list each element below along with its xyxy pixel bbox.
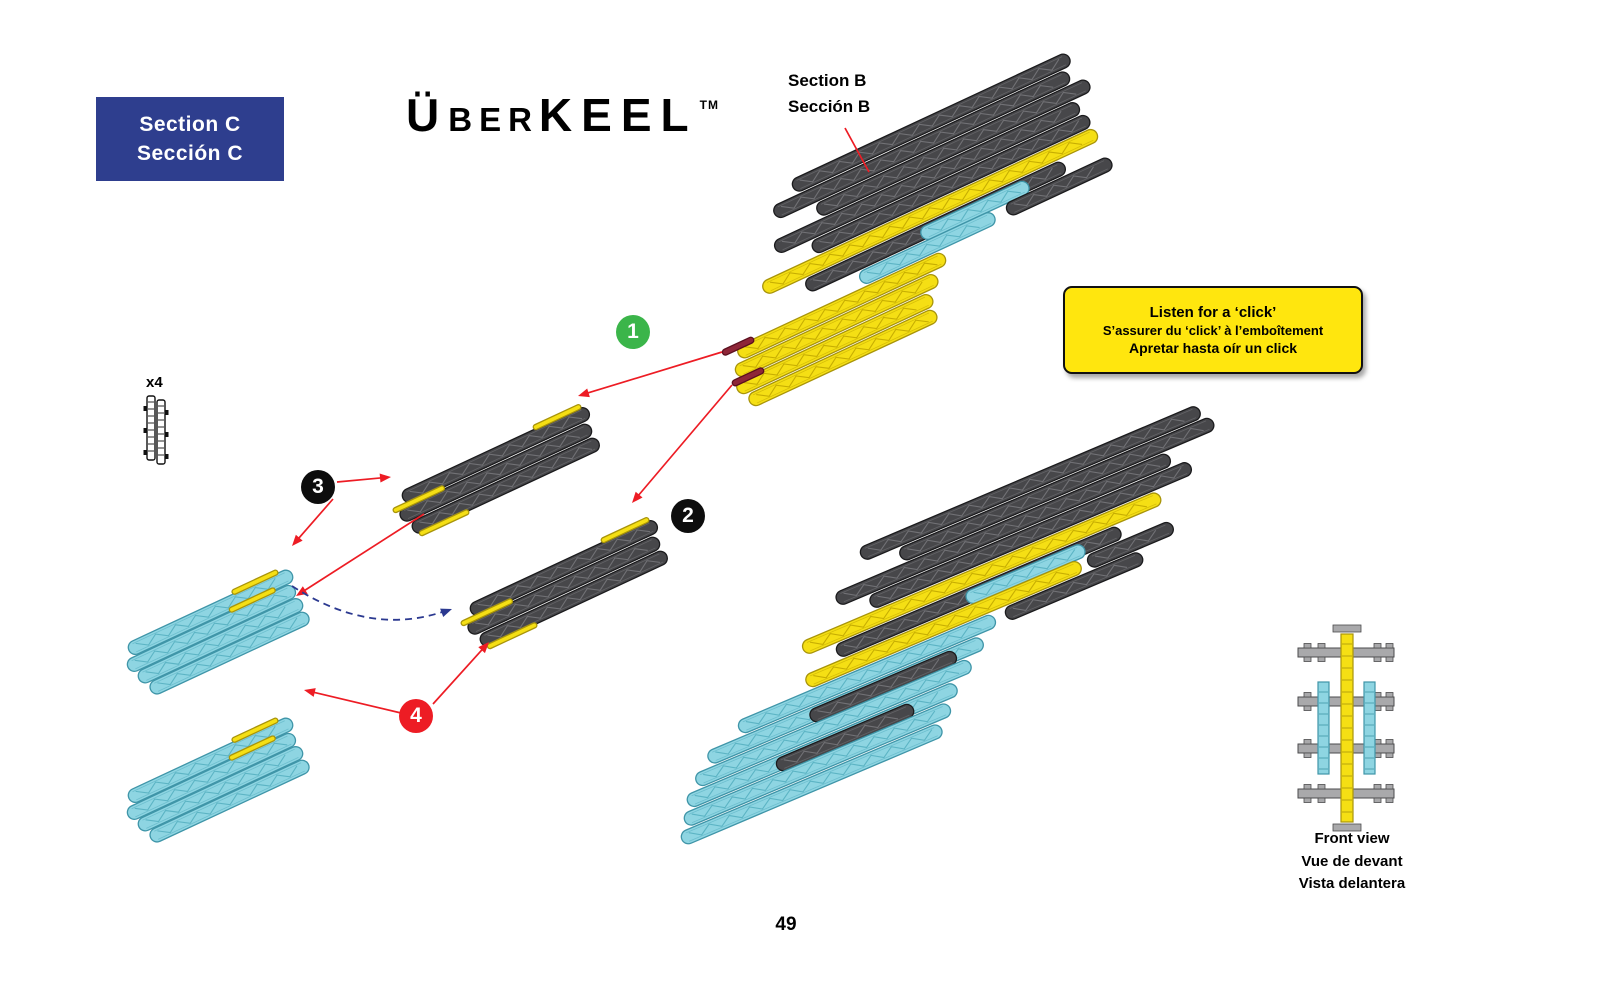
section-c-box: Section C Sección C [96,97,284,181]
section-c-line2: Sección C [136,142,244,165]
quantity-label: x4 [146,374,163,391]
assembly-section-b-top [721,53,1113,407]
front-view-line-fr: Vue de devant [1301,852,1403,870]
cyan-subassembly-1 [126,569,310,695]
section-b-line2: Sección B [788,96,871,116]
click-callout: Listen for a ‘click’ S’assurer du ‘click… [1063,286,1363,374]
callout-line-en: Listen for a ‘click’ [1149,304,1277,321]
brand-first: Ü [406,89,449,141]
page-number: 49 [775,914,797,935]
front-view-diagram [1297,624,1395,832]
step-3-badge: 3 [301,470,335,504]
step-3-number: 3 [312,475,324,498]
arrows-layer [291,127,870,714]
step-2-number: 2 [682,504,694,527]
dark-subassembly-1 [392,404,600,537]
front-view-line-en: Front view [1314,830,1390,847]
step-4-number: 4 [410,704,422,727]
brand-last: KEEL [538,89,698,141]
section-c-line1: Section C [139,112,241,136]
callout-line-es: Apretar hasta oír un click [1128,340,1298,356]
detail-icons-layer [143,395,1395,832]
dark-subassembly-2 [460,517,668,650]
section-b-label: Section B Sección B [788,68,870,119]
brand-mid: BER [448,101,539,138]
part-x4-icon [143,395,169,465]
callout-line-fr: S’assurer du ‘click’ à l’emboîtement [1102,323,1324,338]
front-view-line-es: Vista delantera [1298,875,1406,892]
cyan-subassembly-2 [126,717,310,843]
section-b-line1: Section B [788,71,867,90]
front-view-label: Front view Vue de devant Vista delantera [1262,828,1442,896]
step-2-badge: 2 [671,499,705,533]
trademark-symbol: TM [699,98,719,112]
assemblies-layer [126,53,1215,845]
assembly-bottom-result [680,406,1215,845]
step-1-number: 1 [627,320,639,343]
step-4-badge: 4 [399,699,433,733]
step-1-badge: 1 [616,315,650,349]
